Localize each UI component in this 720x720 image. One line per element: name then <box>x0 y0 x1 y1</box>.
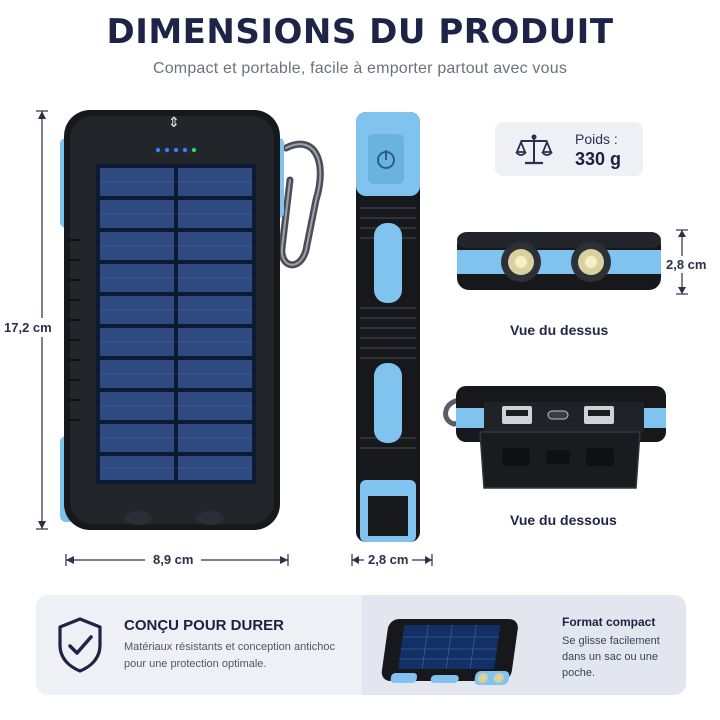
durable-title: CONÇU POUR DURER <box>124 617 285 634</box>
scale-icon <box>515 134 553 165</box>
power-bank-top-view <box>457 232 661 290</box>
weight-label: Poids : <box>575 131 618 147</box>
shield-check-icon <box>58 617 102 673</box>
page-title: DIMENSIONS DU PRODUIT <box>106 12 614 52</box>
feature-panel: CONÇU POUR DURER Matériaux résistants et… <box>36 595 686 695</box>
power-bank-angled-view <box>381 619 518 685</box>
durable-description: Matériaux résistants et conception antic… <box>124 641 335 670</box>
compact-description: Se glisse facilement dans un sac ou une … <box>562 635 660 679</box>
weight-value: 330 g <box>575 149 622 169</box>
page-subtitle: Compact et portable, facile à emporter p… <box>152 60 568 77</box>
weight-card: Poids : 330 g <box>495 122 643 176</box>
side-depth-label: 2,8 cm <box>364 552 413 567</box>
top-depth-label: 2,8 cm <box>666 256 707 273</box>
top-view-label: Vue du dessus <box>510 322 609 338</box>
svg-text:⇕: ⇕ <box>168 115 180 131</box>
power-bank-bottom-view <box>443 386 666 489</box>
compact-title: Format compact <box>562 615 656 629</box>
power-bank-front-view: ⇕ <box>60 110 324 530</box>
width-label: 8,9 cm <box>145 552 202 567</box>
height-label: 17,2 cm <box>4 318 52 337</box>
power-bank-side-view <box>356 112 420 542</box>
bottom-view-label: Vue du dessous <box>510 512 617 528</box>
